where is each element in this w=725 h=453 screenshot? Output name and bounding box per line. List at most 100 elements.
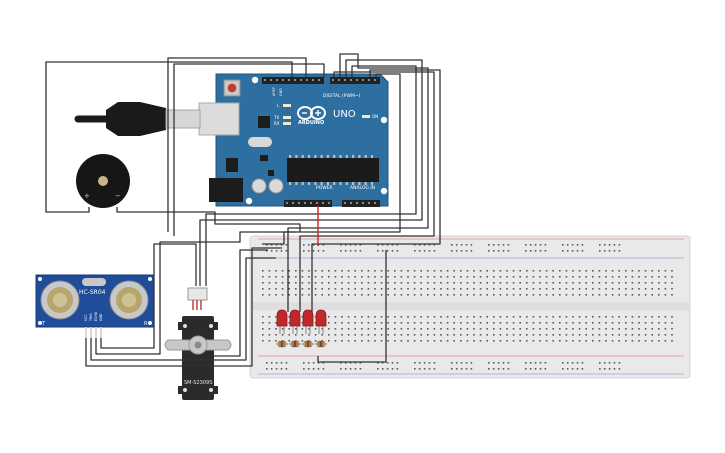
- breadboard-hole: [314, 340, 317, 342]
- breadboard-hole: [506, 276, 508, 278]
- breadboard-hole: [308, 276, 310, 278]
- breadboard-hole: [328, 340, 330, 342]
- breadboard-hole: [512, 340, 515, 342]
- sensor-pin-trig: TRIG: [89, 313, 93, 322]
- breadboard-hole: [526, 276, 528, 278]
- breadboard-hole: [344, 362, 347, 364]
- breadboard-hole: [529, 362, 532, 364]
- breadboard-hole: [374, 328, 376, 330]
- breadboard-hole: [354, 270, 356, 272]
- breadboard-hole: [544, 250, 547, 252]
- breadboard-hole: [470, 362, 473, 364]
- breadboard-hole: [608, 250, 611, 252]
- breadboard-hole: [314, 294, 317, 296]
- breadboard-hole: [506, 282, 508, 284]
- breadboard-hole: [433, 294, 436, 296]
- breadboard-hole: [433, 368, 436, 370]
- breadboard-hole: [611, 270, 614, 272]
- arduino-uno-board[interactable]: L TX RX ON ARDUINO UNO DIGITAL (PWM~) AR…: [198, 73, 389, 207]
- breadboard-hole: [344, 244, 347, 246]
- breadboard-hole: [341, 294, 343, 296]
- analog-header: [342, 200, 380, 207]
- breadboard-hole: [658, 270, 660, 272]
- breadboard-hole: [394, 294, 396, 296]
- piezo-buzzer[interactable]: + −: [76, 154, 130, 208]
- header-pin: [332, 79, 334, 81]
- breadboard-hole: [308, 294, 310, 296]
- servo-model-label: SM-S2309S: [184, 380, 212, 386]
- breadboard-hole: [545, 334, 548, 336]
- breadboard-hole: [374, 322, 376, 324]
- breadboard-hole: [446, 316, 449, 318]
- breadboard-hole: [380, 328, 383, 330]
- breadboard-hole: [671, 316, 673, 318]
- breadboard-hole: [314, 328, 317, 330]
- breadboard-hole: [565, 322, 568, 324]
- hc-sr04-sensor[interactable]: HC-SR04 T R VCC TRIG ECHO GND: [35, 274, 155, 338]
- header-pin: [338, 79, 340, 81]
- breadboard-hole: [407, 328, 409, 330]
- breadboard-hole: [288, 294, 290, 296]
- header-pin: [356, 79, 358, 81]
- breadboard-hole: [479, 276, 482, 278]
- breadboard-hole: [618, 316, 620, 318]
- breadboard-hole: [301, 340, 304, 342]
- breadboard-hole: [644, 334, 647, 336]
- breadboard-hole: [407, 294, 409, 296]
- usb-cable[interactable]: [74, 102, 201, 136]
- breadboard-hole: [552, 288, 554, 290]
- breadboard-hole: [347, 340, 350, 342]
- breadboard-hole: [420, 276, 422, 278]
- breadboard-hole: [317, 368, 320, 370]
- breadboard-hole: [275, 340, 277, 342]
- breadboard-hole: [644, 316, 647, 318]
- breadboard-hole: [502, 244, 505, 246]
- header-pin: [362, 202, 364, 204]
- breadboard-hole: [559, 316, 561, 318]
- breadboard[interactable]: [249, 235, 691, 379]
- breadboard-hole: [341, 282, 343, 284]
- breadboard-hole: [391, 250, 394, 252]
- breadboard-hole: [377, 362, 379, 364]
- breadboard-hole: [275, 294, 277, 296]
- breadboard-hole: [394, 334, 396, 336]
- breadboard-hole: [453, 276, 455, 278]
- breadboard-hole: [354, 244, 357, 246]
- breadboard-hole: [473, 282, 475, 284]
- breadboard-hole: [427, 316, 429, 318]
- breadboard-hole: [367, 340, 370, 342]
- header-pin: [270, 79, 272, 81]
- breadboard-hole: [618, 340, 620, 342]
- breadboard-hole: [407, 276, 409, 278]
- breadboard-hole: [367, 334, 370, 336]
- breadboard-hole: [552, 316, 554, 318]
- breadboard-hole: [671, 282, 673, 284]
- breadboard-hole: [340, 368, 342, 370]
- sensor-hole: [38, 277, 42, 281]
- breadboard-hole: [400, 270, 403, 272]
- breadboard-hole: [552, 328, 554, 330]
- breadboard-hole: [374, 340, 376, 342]
- red-led: [289, 309, 301, 327]
- breadboard-hole: [413, 316, 416, 318]
- breadboard-hole: [307, 244, 310, 246]
- breadboard-hole: [423, 362, 426, 364]
- breadboard-hole: [446, 340, 449, 342]
- breadboard-hole: [460, 250, 463, 252]
- breadboard-hole: [262, 276, 264, 278]
- servo-motor[interactable]: SM-S2309S: [164, 287, 232, 400]
- breadboard-hole: [572, 288, 574, 290]
- breadboard-hole: [295, 328, 297, 330]
- breadboard-hole: [374, 270, 376, 272]
- breadboard-hole: [288, 316, 290, 318]
- power-header: [284, 200, 332, 207]
- breadboard-hole: [525, 250, 527, 252]
- receiver-icon: [109, 280, 149, 320]
- breadboard-hole: [433, 270, 436, 272]
- header-pin: [318, 79, 320, 81]
- breadboard-hole: [281, 328, 284, 330]
- breadboard-hole: [354, 294, 356, 296]
- breadboard-hole: [428, 362, 431, 364]
- breadboard-hole: [658, 276, 660, 278]
- breadboard-hole: [625, 322, 627, 324]
